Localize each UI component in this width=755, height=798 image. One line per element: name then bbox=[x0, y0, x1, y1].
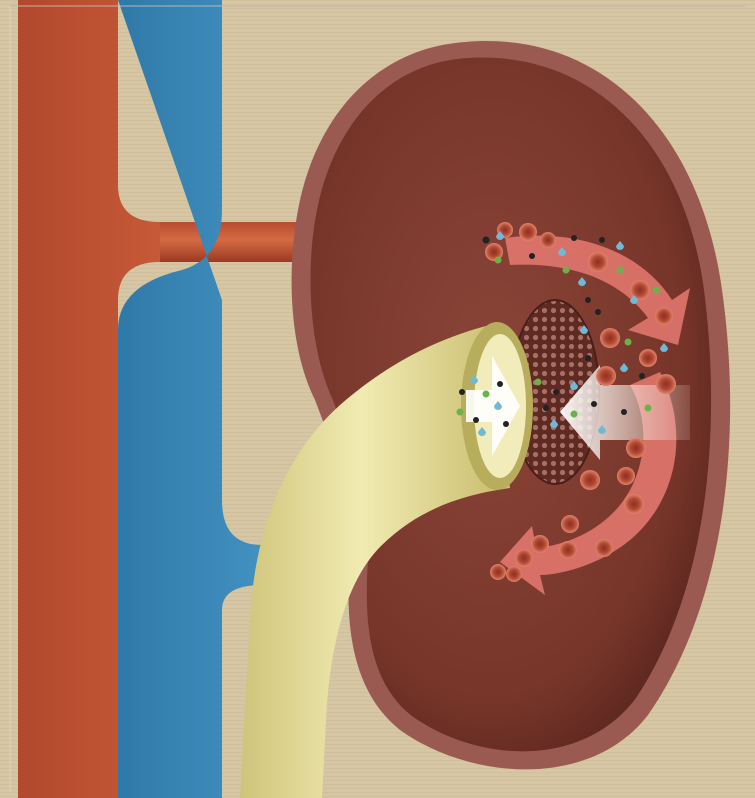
particle-green bbox=[535, 379, 542, 386]
particle-black bbox=[473, 417, 479, 423]
particle-black bbox=[553, 389, 559, 395]
rbc bbox=[531, 535, 549, 553]
particle-black bbox=[599, 237, 605, 243]
rbc bbox=[559, 541, 577, 559]
rbc bbox=[639, 349, 657, 367]
rbc bbox=[595, 539, 613, 557]
particle-black bbox=[571, 235, 577, 241]
particle-green bbox=[495, 257, 502, 264]
rbc bbox=[580, 470, 600, 490]
particle-green bbox=[563, 267, 570, 274]
particle-green bbox=[483, 391, 490, 398]
rbc bbox=[519, 223, 537, 241]
rbc bbox=[656, 374, 676, 394]
particle-black bbox=[591, 401, 597, 407]
rbc bbox=[626, 438, 646, 458]
rbc bbox=[600, 328, 620, 348]
rbc bbox=[596, 366, 616, 386]
particle-green bbox=[457, 409, 464, 416]
particle-green bbox=[625, 339, 632, 346]
particle-black bbox=[585, 297, 591, 303]
particle-black bbox=[529, 253, 535, 259]
particle-green bbox=[571, 411, 578, 418]
rbc bbox=[655, 307, 673, 325]
rbc bbox=[540, 232, 556, 248]
rbc bbox=[515, 549, 533, 567]
particle-green bbox=[645, 405, 652, 412]
particle-black bbox=[585, 355, 591, 361]
rbc bbox=[588, 252, 608, 272]
particle-black bbox=[497, 381, 503, 387]
particle-black bbox=[621, 409, 627, 415]
particle-green bbox=[617, 267, 624, 274]
particle-black bbox=[595, 309, 601, 315]
particle-black bbox=[639, 373, 645, 379]
rbc bbox=[490, 564, 506, 580]
particle-black bbox=[503, 421, 509, 427]
rbc bbox=[561, 515, 579, 533]
rbc bbox=[624, 494, 644, 514]
particle-green bbox=[653, 287, 660, 294]
rbc bbox=[506, 566, 522, 582]
particle-black bbox=[483, 237, 490, 244]
particle-black bbox=[459, 389, 465, 395]
rbc bbox=[617, 467, 635, 485]
particle-black bbox=[543, 405, 549, 411]
